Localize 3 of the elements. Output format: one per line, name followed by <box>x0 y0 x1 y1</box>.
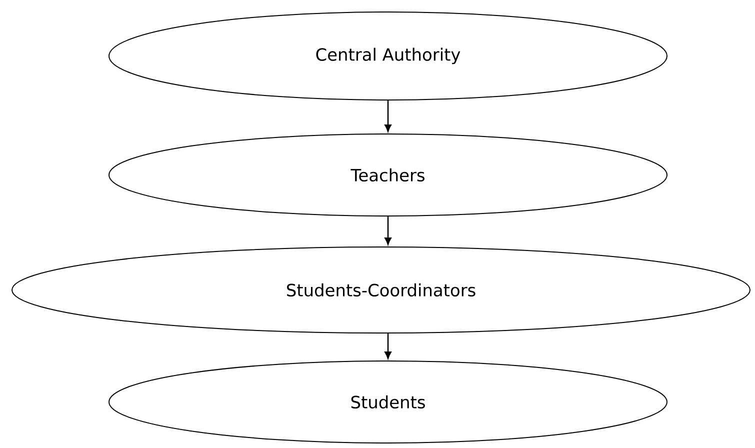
arrow <box>384 334 392 359</box>
arrow <box>384 216 392 245</box>
arrow <box>384 100 392 132</box>
